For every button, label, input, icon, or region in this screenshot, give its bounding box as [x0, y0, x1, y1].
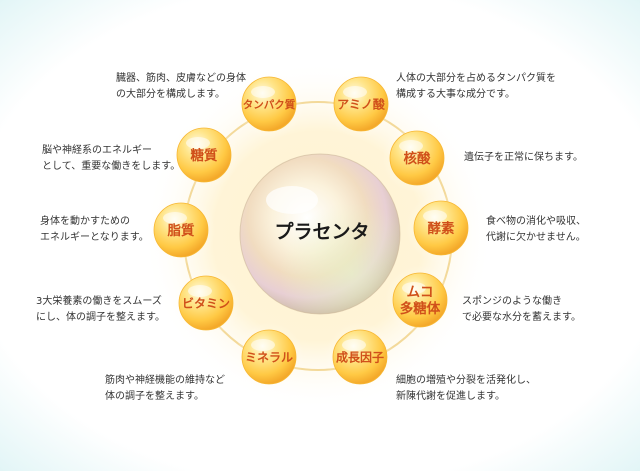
center-label: プラセンタ — [274, 220, 369, 243]
desc-seicho: 細胞の増殖や分裂を活発化し、新陳代謝を促進します。 — [396, 375, 536, 402]
desc-amino: 人体の大部分を占めるタンパク質を構成する大事な成分です。 — [396, 73, 556, 100]
nodes-layer: タンパク質アミノ酸核酸酵素ムコ多糖体成長因子ミネラルビタミン脂質糖質 — [146, 69, 476, 392]
center-pearl: プラセンタ — [239, 153, 401, 315]
node-highlight — [163, 212, 187, 224]
node-label: 多糖体 — [400, 300, 441, 317]
node-shishitsu: 脂質 — [146, 195, 216, 265]
node-label: アミノ酸 — [337, 96, 386, 111]
node-highlight — [423, 210, 447, 222]
node-label: タンパク質 — [243, 98, 296, 111]
node-label: 酵素 — [428, 220, 455, 237]
node-highlight — [399, 140, 423, 152]
node-koso: 酵素 — [406, 193, 476, 263]
node-label: 脂質 — [167, 222, 195, 239]
desc-toshitsu: 脳や神経系のエネルギーとして、重要な働きをします。 — [42, 145, 181, 172]
desc-tanpaku: 臓器、筋肉、皮膚などの身体の大部分を構成します。 — [116, 73, 246, 100]
node-highlight — [186, 137, 210, 149]
desc-kakusan: 遺伝子を正常に保ちます。 — [464, 152, 583, 163]
node-highlight — [402, 282, 426, 294]
node-label: 糖質 — [191, 147, 218, 164]
node-vitamin: ビタミン — [171, 268, 241, 338]
node-amino: アミノ酸 — [326, 69, 396, 139]
desc-mineral: 筋肉や神経機能の維持など体の調子を整えます。 — [105, 375, 225, 402]
node-highlight — [251, 339, 275, 351]
desc-vitamin: 3大栄養素の働きをスムーズにし、体の調子を整えます。 — [36, 296, 165, 323]
desc-muco: スポンジのような働きで必要な水分を蓄えます。 — [462, 296, 581, 323]
node-label: 成長因子 — [336, 349, 384, 364]
node-highlight — [342, 339, 366, 351]
node-kakusan: 核酸 — [382, 123, 452, 193]
node-tanpaku: タンパク質 — [234, 69, 304, 139]
node-seicho: 成長因子 — [325, 322, 395, 392]
node-highlight — [188, 285, 212, 297]
node-highlight — [251, 86, 275, 98]
node-label: ミネラル — [245, 350, 293, 364]
node-label: ムコ — [407, 285, 434, 301]
desc-shishitsu: 身体を動かすためのエネルギーとなります。 — [40, 216, 149, 243]
node-mineral: ミネラル — [234, 322, 304, 392]
node-toshitsu: 糖質 — [169, 120, 239, 190]
node-highlight — [343, 86, 367, 98]
node-label: 核酸 — [404, 150, 431, 167]
node-label: ビタミン — [182, 295, 230, 310]
desc-koso: 食べ物の消化や吸収、代謝に欠かせません。 — [486, 216, 586, 243]
